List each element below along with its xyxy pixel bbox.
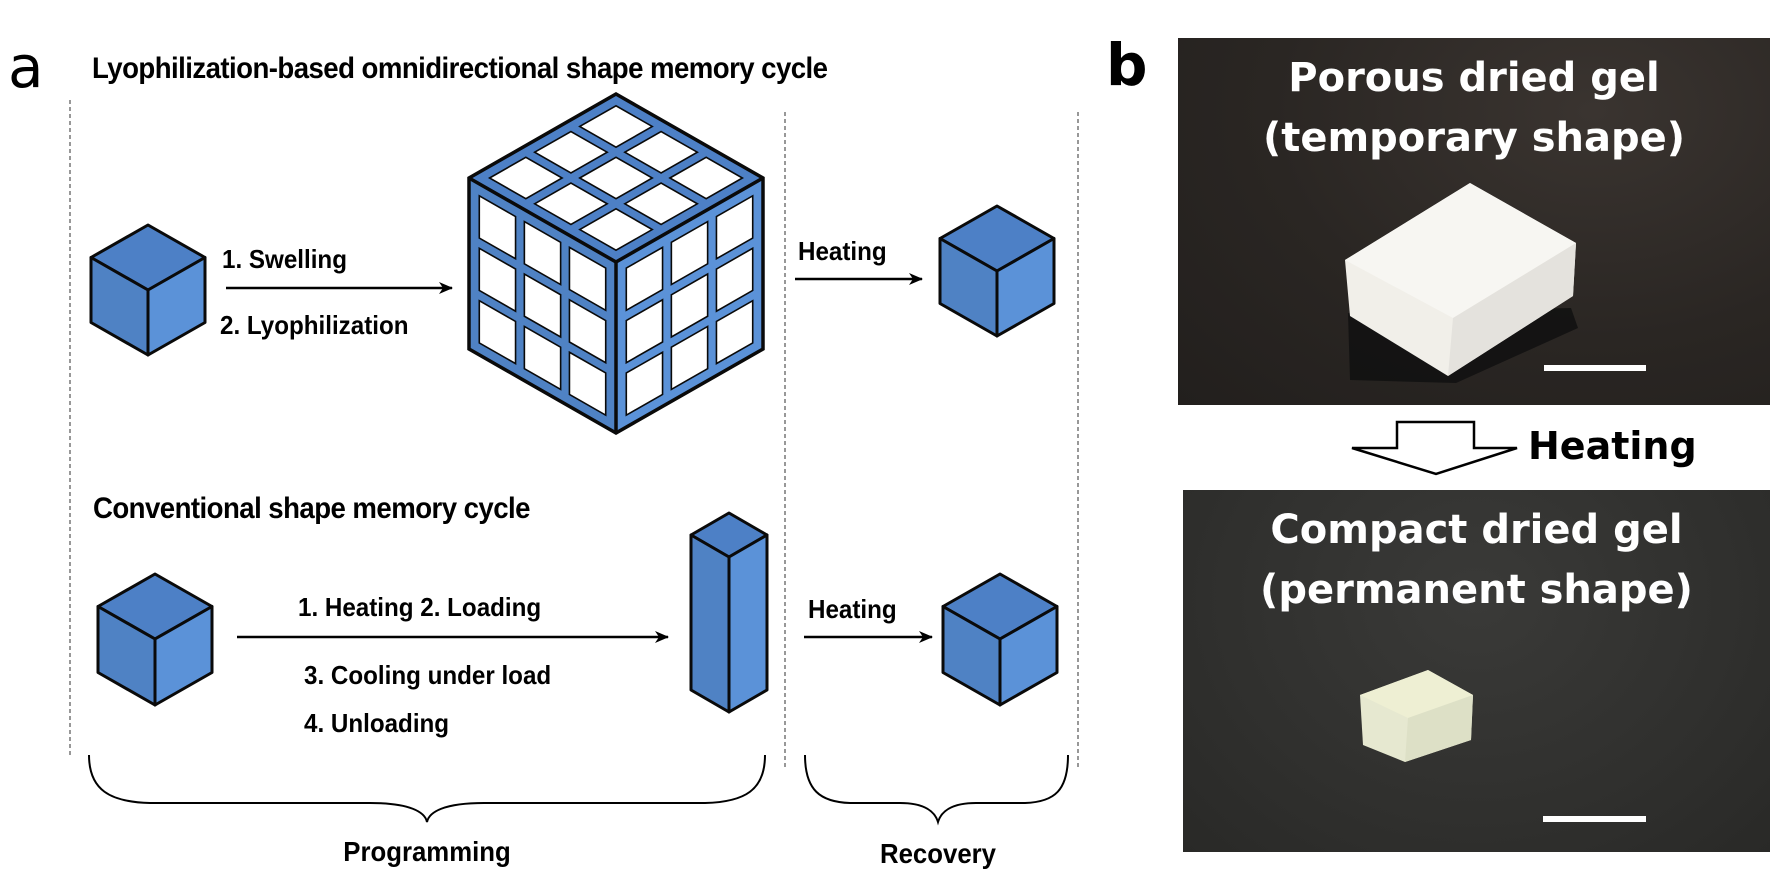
right-pore <box>715 246 754 313</box>
recovered-cube-bottom-row <box>941 572 1059 707</box>
right-pore <box>670 220 709 286</box>
top-pore <box>623 130 699 174</box>
left-pore <box>568 245 607 312</box>
programming-brace <box>88 754 766 823</box>
porous-cube <box>467 91 765 436</box>
right-pore <box>625 298 664 365</box>
panel-b-letter: b <box>1106 31 1148 99</box>
cube-right-face <box>998 605 1059 707</box>
cube-right-face <box>995 237 1056 338</box>
porous-gel-caption-line1: Porous dried gel <box>1288 55 1660 101</box>
right-pore <box>715 194 754 261</box>
step-cooling-under-load: 3. Cooling under load <box>304 660 552 690</box>
scale-bar-bottom <box>1543 816 1646 822</box>
step-lyophilization: 2. Lyophilization <box>220 310 409 340</box>
step-swelling: 1. Swelling <box>222 244 347 274</box>
compact-gel-caption-line1: Compact dried gel <box>1270 507 1683 553</box>
cube-left-face <box>689 533 731 714</box>
cube-right-face <box>146 256 207 357</box>
compact-gel-photo: Compact dried gel (permanent shape) <box>1183 490 1770 852</box>
initial-cube-top-row <box>89 223 207 357</box>
top-pore <box>578 207 654 252</box>
top-pore <box>487 156 564 200</box>
recovered-cube-top-row <box>938 204 1056 338</box>
top-pore <box>623 182 699 226</box>
left-pore <box>568 350 607 417</box>
right-pore <box>715 299 754 366</box>
cube-right-face <box>727 533 769 714</box>
right-pore <box>625 350 664 417</box>
top-pore <box>533 182 609 226</box>
right-pore <box>625 245 664 312</box>
recovery-brace <box>804 754 1069 826</box>
cube-right-face <box>153 605 214 707</box>
porous-gel-caption-line2: (temporary shape) <box>1262 115 1686 161</box>
top-pore <box>578 156 654 200</box>
scale-bar-top <box>1544 365 1646 371</box>
left-pore <box>478 246 517 313</box>
right-pore <box>670 272 709 339</box>
panel-a-letter: a <box>8 33 44 101</box>
compact-gel-sample <box>1360 670 1646 822</box>
porous-gel-sample <box>1345 183 1646 383</box>
top-pore <box>668 156 745 200</box>
transition-heating-label: Heating <box>1528 424 1697 468</box>
recovery-label: Recovery <box>879 838 997 869</box>
elongated-pillar <box>689 511 769 714</box>
left-pore <box>568 298 607 365</box>
left-pore <box>478 299 517 366</box>
omnidirectional-cycle-title: Lyophilization-based omnidirectional sha… <box>92 52 828 85</box>
programming-label: Programming <box>343 836 511 867</box>
step-heating-loading: 1. Heating 2. Loading <box>298 592 542 622</box>
compact-gel-caption-line2: (permanent shape) <box>1260 567 1693 613</box>
left-pore <box>523 272 562 339</box>
left-pore <box>523 220 562 286</box>
top-pore <box>533 130 609 174</box>
top-recovery-heating-label: Heating <box>798 236 887 266</box>
porous-gel-photo: Porous dried gel (temporary shape) <box>1178 38 1770 405</box>
initial-cube-bottom-row <box>96 572 214 707</box>
top-pore <box>578 104 654 149</box>
conventional-cycle-title: Conventional shape memory cycle <box>93 492 530 525</box>
left-pore <box>478 194 517 261</box>
left-pore <box>523 325 562 391</box>
right-pore <box>670 325 709 391</box>
bottom-recovery-heating-label: Heating <box>808 594 897 624</box>
step-unloading: 4. Unloading <box>304 708 450 738</box>
